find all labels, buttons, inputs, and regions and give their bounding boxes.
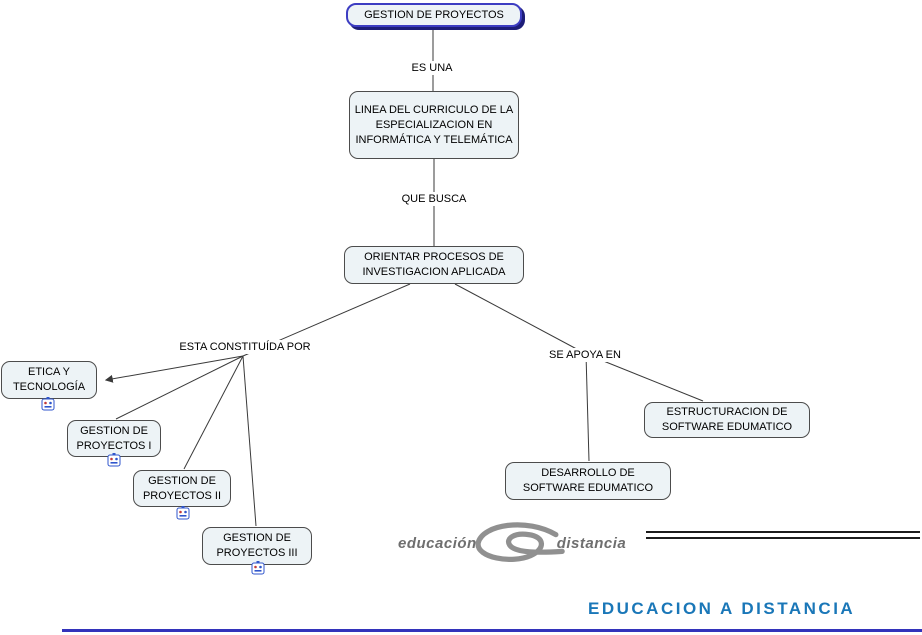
divider-line — [646, 537, 920, 539]
logo-swirl-a-icon — [475, 522, 565, 562]
node-estructuracion-software[interactable]: ESTRUCTURACION DE SOFTWARE EDUMATICO — [644, 402, 810, 438]
link-label-esta-constituida-por[interactable]: ESTA CONSTITUÍDA POR — [176, 340, 314, 354]
resource-icon[interactable] — [41, 396, 55, 412]
wordmark-educacion-a-distancia: EDUCACION A DISTANCIA — [588, 599, 856, 618]
link-label-se-apoya-en[interactable]: SE APOYA EN — [546, 348, 624, 362]
logo-word-distancia: distancia — [556, 534, 627, 552]
link-label-que-busca[interactable]: QUE BUSCA — [398, 192, 470, 206]
node-gestion-de-proyectos-2[interactable]: GESTION DE PROYECTOS II — [133, 470, 231, 507]
node-gestion-de-proyectos-3[interactable]: GESTION DE PROYECTOS III — [202, 527, 312, 565]
node-linea-del-curriculo[interactable]: LINEA DEL CURRICULO DE LA ESPECIALIZACIO… — [349, 91, 519, 159]
logo-word-educacion: educación — [398, 534, 477, 552]
resource-icon[interactable] — [251, 560, 265, 576]
divider-line — [646, 531, 920, 533]
node-etica-y-tecnologia[interactable]: ETICA Y TECNOLOGÍA — [1, 361, 97, 399]
distance-education-logo: educación distancia — [398, 522, 627, 563]
node-orientar-procesos[interactable]: ORIENTAR PROCESOS DE INVESTIGACION APLIC… — [344, 246, 524, 284]
node-gestion-de-proyectos[interactable]: GESTION DE PROYECTOS — [346, 3, 522, 27]
bottom-divider-line — [62, 629, 922, 632]
resource-icon[interactable] — [176, 505, 190, 521]
resource-icon[interactable] — [107, 452, 121, 468]
node-desarrollo-software[interactable]: DESARROLLO DE SOFTWARE EDUMATICO — [505, 462, 671, 500]
link-label-es-una[interactable]: ES UNA — [408, 61, 456, 75]
